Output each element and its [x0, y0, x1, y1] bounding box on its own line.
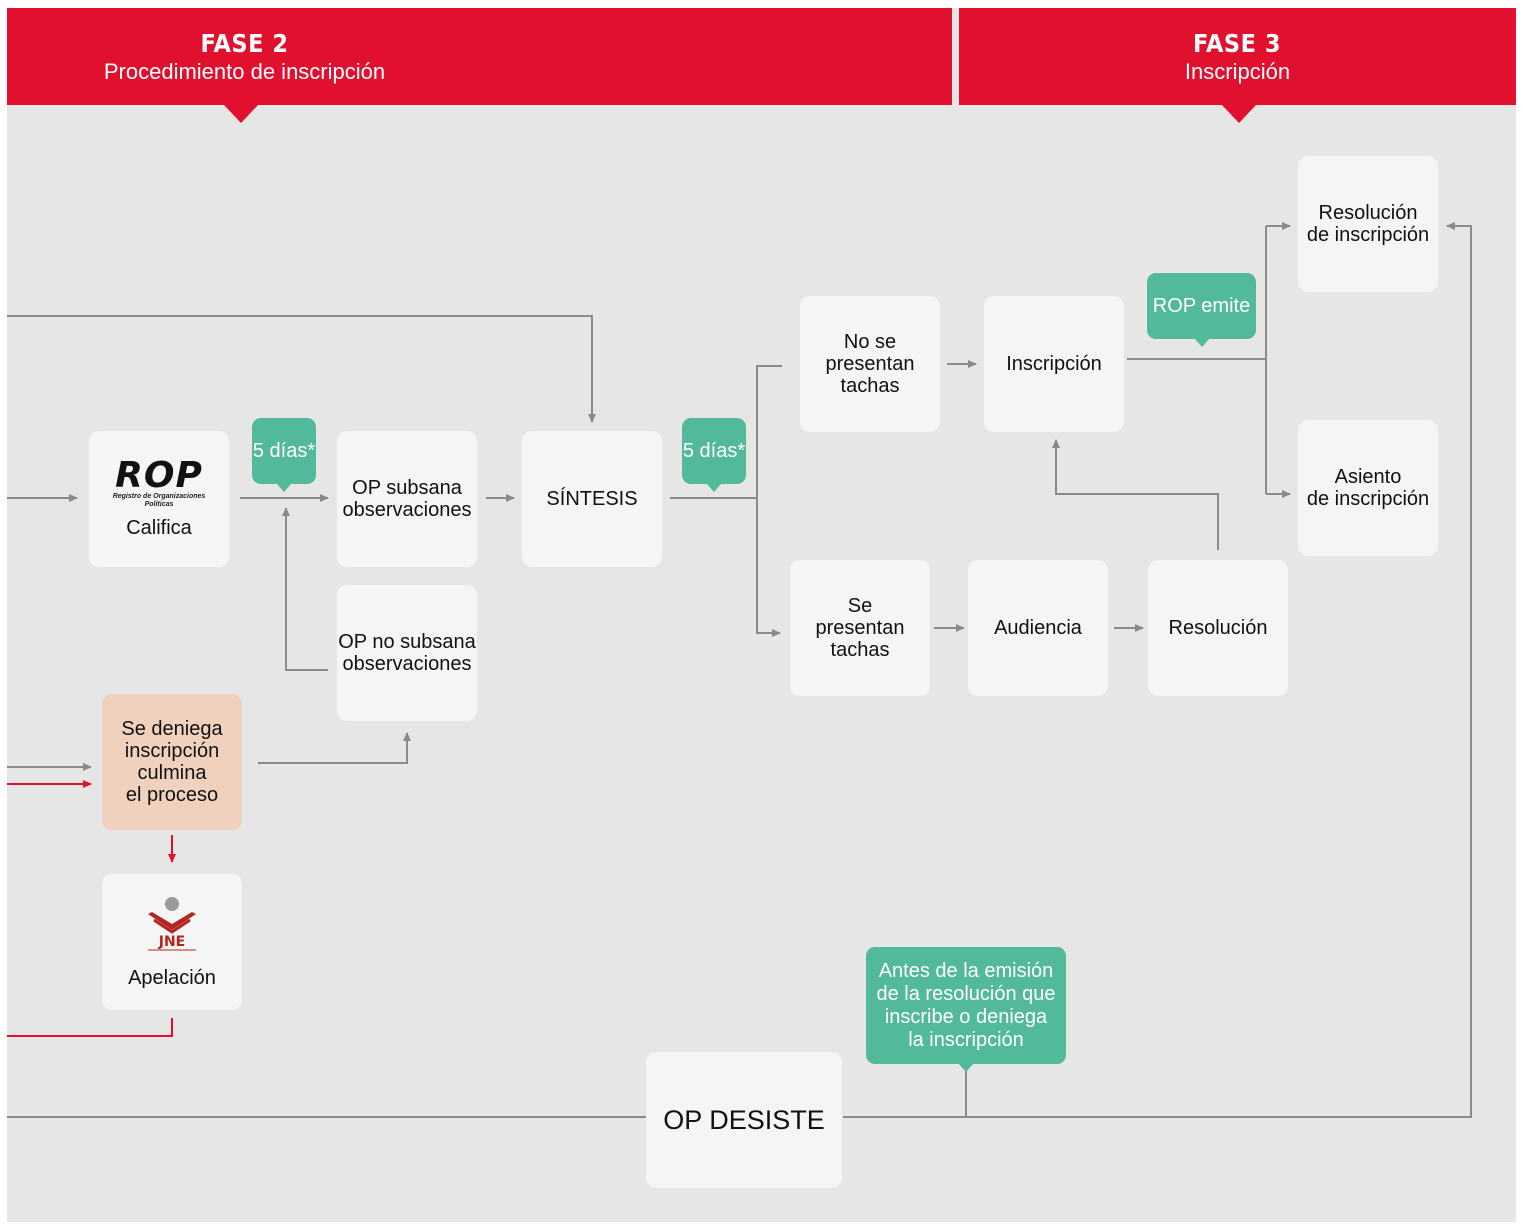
asiento-de-inscripcion-node: Asiento de inscripción [1298, 420, 1438, 556]
resolucion-de-inscripcion-label: Resolución de inscripción [1306, 202, 1430, 246]
phase-2-pointer [224, 105, 258, 123]
resolucion-label: Resolución [1168, 617, 1268, 639]
rop-logo: ROP [115, 455, 203, 496]
jne-logo: JNE [142, 896, 202, 957]
line-desiste-return [843, 222, 1472, 1118]
line-branch [756, 365, 782, 637]
asiento-de-inscripcion-label: Asiento de inscripción [1306, 466, 1430, 510]
cinco-dias-label-2: 5 días* [682, 439, 746, 462]
jne-logo-text: JNE [158, 934, 186, 950]
phase-2-subtitle: Procedimiento de inscripción [103, 59, 386, 84]
antes-de-la-emision-label: Antes de la emisión de la resolución que… [876, 959, 1056, 1051]
op-desiste-node: OP DESISTE [646, 1052, 842, 1188]
op-subsana-label: OP subsana observaciones [342, 477, 472, 521]
op-desiste-label: OP DESISTE [663, 1105, 825, 1135]
resolucion-de-inscripcion-node: Resolución de inscripción [1298, 156, 1438, 292]
resolucion-node: Resolución [1148, 560, 1288, 696]
sintesis-node: SÍNTESIS [522, 431, 662, 567]
se-presentan-label: Se presentan tachas [815, 595, 905, 661]
se-deniega-label: Se deniega inscripción culmina el proces… [121, 718, 223, 806]
apelacion-label: Apelación [128, 966, 216, 989]
line-deniega-nosubsana [258, 732, 411, 764]
se-presentan-tachas-node: Se presentan tachas [790, 560, 930, 696]
no-se-presentan-tachas-node: No se presentan tachas [800, 296, 940, 432]
rop-emite-label: ROP emite [1152, 294, 1251, 317]
inscripcion-node: Inscripción [984, 296, 1124, 432]
rop-emite-bubble: ROP emite [1147, 273, 1256, 347]
sintesis-label: SÍNTESIS [546, 488, 638, 510]
no-se-presentan-label: No se presentan tachas [825, 331, 915, 397]
rop-logo-subtitle: Registro de Organizaciones Políticas [112, 493, 206, 508]
rop-califica-node: ROP Registro de Organizaciones Políticas… [89, 431, 229, 567]
op-subsana-node: OP subsana observaciones [337, 431, 477, 567]
inscripcion-label: Inscripción [1006, 353, 1102, 375]
op-no-subsana-node: OP no subsana observaciones [337, 585, 477, 721]
phase-3-subtitle: Inscripción [1184, 59, 1291, 84]
phase-3-header: FASE 3 Inscripción [959, 8, 1516, 105]
line-nosubsana-loop [282, 507, 328, 671]
antes-de-la-emision-bubble: Antes de la emisión de la resolución que… [866, 947, 1066, 1072]
red-line-apelacion-out [7, 1018, 173, 1037]
audiencia-label: Audiencia [994, 617, 1082, 639]
phase-2-title: FASE 2 [200, 29, 289, 58]
se-deniega-node: Se deniega inscripción culmina el proces… [102, 694, 242, 830]
cinco-dias-bubble-1: 5 días* [252, 418, 316, 492]
phase-3-title: FASE 3 [1193, 29, 1281, 58]
rop-califica-label: Califica [126, 517, 192, 539]
phase-2-header: FASE 2 Procedimiento de inscripción [7, 8, 952, 105]
audiencia-node: Audiencia [968, 560, 1108, 696]
cinco-dias-label-1: 5 días* [252, 439, 316, 462]
phase-3-pointer [1222, 105, 1256, 123]
cinco-dias-bubble-2: 5 días* [682, 418, 746, 492]
line-resolucion-inscripcion [1052, 439, 1219, 550]
op-no-subsana-label: OP no subsana observaciones [338, 631, 476, 675]
line-to-sintesis [7, 315, 596, 423]
apelacion-node: JNE Apelación [102, 874, 242, 1010]
